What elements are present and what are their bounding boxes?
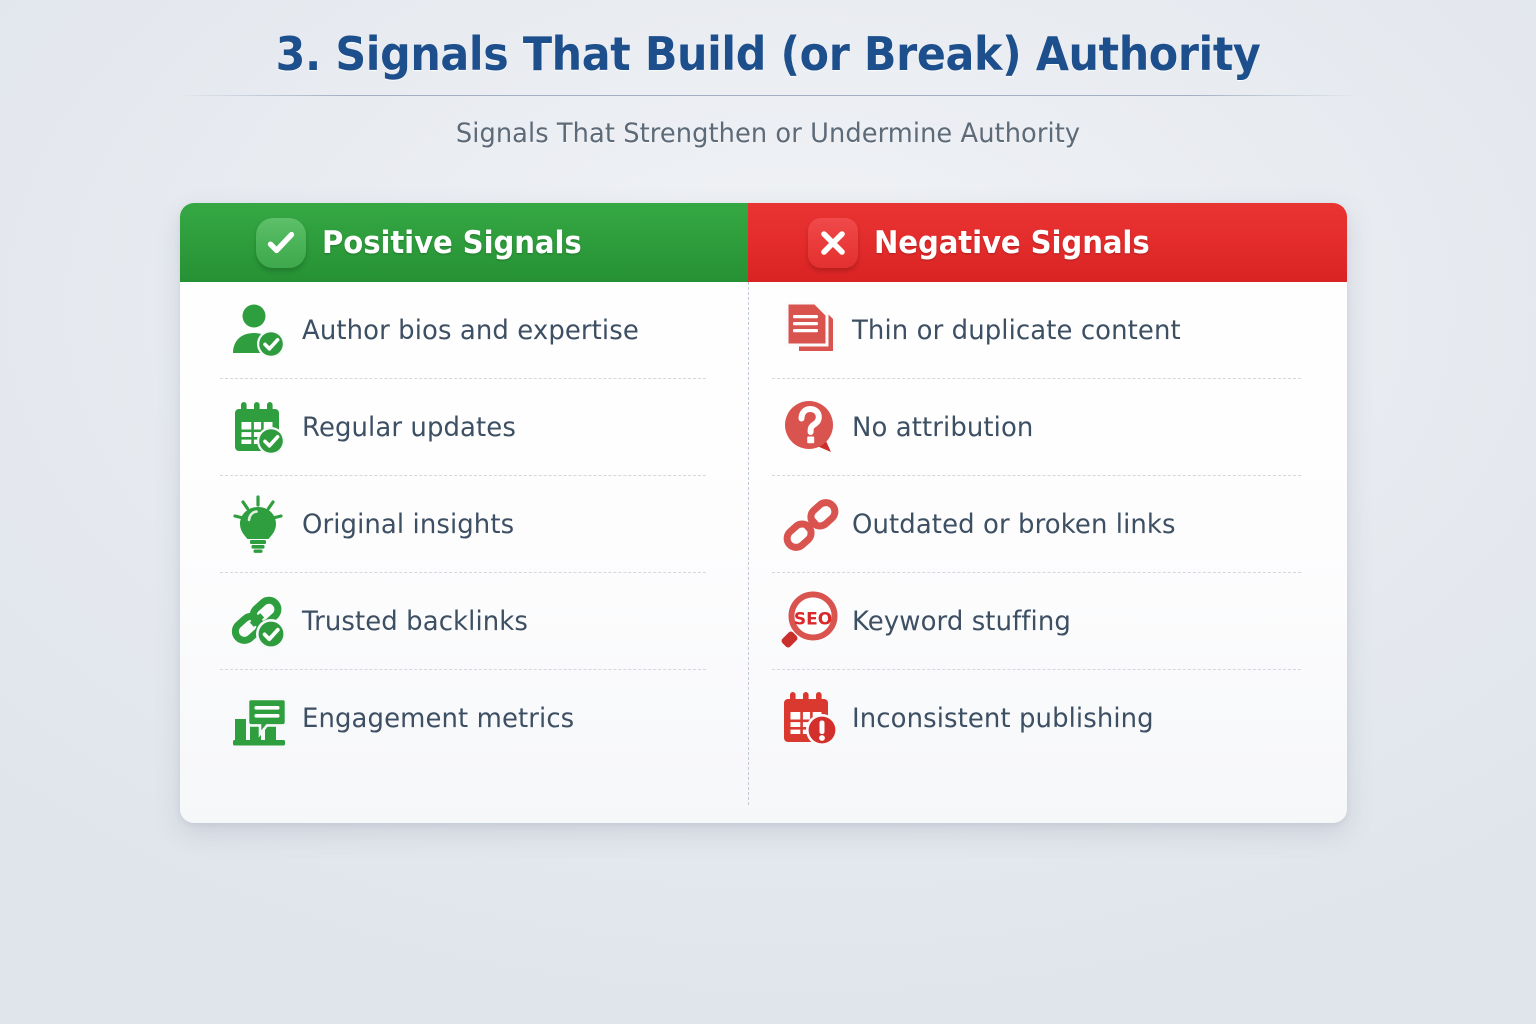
list-item-label: Keyword stuffing: [852, 606, 1071, 637]
positive-column-title: Positive Signals: [322, 224, 582, 261]
comparison-card: Positive Signals Negative Signals: [180, 203, 1347, 823]
check-circle-icon: [256, 217, 306, 268]
list-item[interactable]: Trusted backlinks: [180, 573, 748, 670]
negative-column-header: Negative Signals: [748, 203, 1347, 282]
positive-column-header: Positive Signals: [180, 203, 748, 282]
broken-link-icon: [774, 488, 848, 562]
list-item-label: Trusted backlinks: [302, 606, 528, 637]
card-body: Author bios and expertise: [180, 282, 1347, 823]
card-header: Positive Signals Negative Signals: [180, 203, 1347, 282]
column-divider: [748, 282, 749, 805]
calendar-check-icon: [222, 391, 296, 465]
list-item[interactable]: No attribution: [748, 379, 1347, 476]
list-item-label: Inconsistent publishing: [852, 703, 1154, 734]
list-item-label: Regular updates: [302, 412, 516, 443]
lightbulb-icon: [222, 488, 296, 562]
list-item[interactable]: Author bios and expertise: [180, 282, 748, 379]
list-item-label: Engagement metrics: [302, 703, 575, 734]
calendar-alert-icon: [774, 682, 848, 756]
seo-icon-text: SEO: [794, 609, 832, 629]
list-item[interactable]: Outdated or broken links: [748, 476, 1347, 573]
positive-signals-list: Author bios and expertise: [180, 282, 748, 823]
list-item[interactable]: Original insights: [180, 476, 748, 573]
negative-signals-list: Thin or duplicate content No attribution: [748, 282, 1347, 823]
user-verified-icon: [222, 294, 296, 368]
title-divider: [181, 94, 1355, 96]
link-check-icon: [222, 585, 296, 659]
title-area: 3. Signals That Build (or Break) Authori…: [0, 0, 1536, 149]
list-item[interactable]: Regular updates: [180, 379, 748, 476]
list-item[interactable]: Inconsistent publishing: [748, 670, 1347, 767]
negative-column-title: Negative Signals: [874, 224, 1150, 261]
list-item-label: Outdated or broken links: [852, 509, 1176, 540]
page-title: 3. Signals That Build (or Break) Authori…: [275, 27, 1261, 81]
list-item-label: Thin or duplicate content: [852, 315, 1181, 346]
duplicate-documents-icon: [774, 294, 848, 368]
seo-magnifier-icon: SEO: [774, 585, 848, 659]
list-item-label: No attribution: [852, 412, 1034, 443]
list-item-label: Original insights: [302, 509, 515, 540]
x-square-icon: [808, 217, 858, 268]
question-bubble-icon: [774, 391, 848, 465]
list-item-label: Author bios and expertise: [302, 315, 639, 346]
bar-chart-comment-icon: [222, 682, 296, 756]
page-subtitle: Signals That Strengthen or Undermine Aut…: [455, 117, 1081, 149]
list-item[interactable]: Engagement metrics: [180, 670, 748, 767]
list-item[interactable]: Thin or duplicate content: [748, 282, 1347, 379]
list-item[interactable]: SEO Keyword stuffing: [748, 573, 1347, 670]
